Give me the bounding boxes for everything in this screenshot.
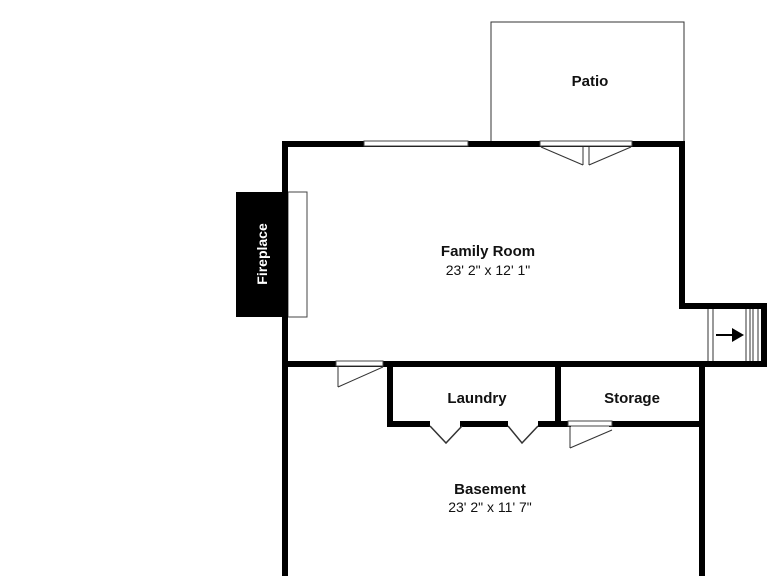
patio-area — [490, 21, 685, 143]
basement-dimensions: 23' 2" x 11' 7" — [448, 499, 532, 515]
basement-door — [335, 360, 384, 388]
walls — [282, 141, 767, 576]
family-room-label: Family Room — [441, 243, 535, 260]
fireplace — [236, 191, 308, 318]
family-room-dimensions: 23' 2" x 12' 1" — [446, 262, 531, 278]
laundry-bifold-doors — [429, 425, 539, 445]
stairs — [707, 309, 759, 361]
patio-door-opening — [539, 140, 633, 147]
patio-label: Patio — [572, 73, 609, 90]
patio-double-door — [540, 146, 632, 166]
basement-label: Basement — [454, 481, 526, 498]
window — [363, 140, 469, 147]
storage-door — [567, 420, 613, 449]
fireplace-label: Fireplace — [254, 223, 270, 285]
laundry-label: Laundry — [447, 390, 507, 407]
hearth — [287, 191, 308, 318]
storage-label: Storage — [604, 390, 660, 407]
top-wall-openings — [363, 140, 633, 147]
arrow-right-icon — [732, 328, 744, 342]
